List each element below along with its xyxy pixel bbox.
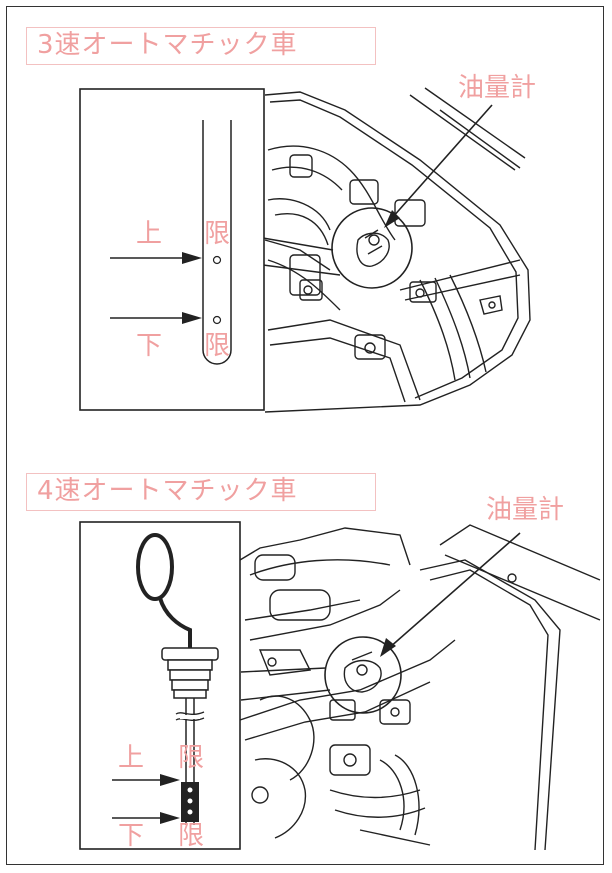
dipstick-inset-3speed xyxy=(80,89,264,410)
upper-limit-char-2-4speed: 限 xyxy=(178,744,204,772)
lower-limit-char-2-4speed: 限 xyxy=(178,822,204,850)
lower-limit-char-2-3speed: 限 xyxy=(204,332,230,360)
section-title-3speed: 3速オートマチック車 xyxy=(26,27,376,65)
dipstick-inset-4speed xyxy=(80,522,240,849)
lower-limit-char-1-4speed: 下 xyxy=(118,822,144,850)
upper-limit-char-1-4speed: 上 xyxy=(118,744,144,772)
section-title-4speed: 4速オートマチック車 xyxy=(26,473,376,511)
upper-limit-char-1-3speed: 上 xyxy=(136,220,162,248)
engine-bay-4speed xyxy=(240,525,600,850)
callout-label-3speed: 油量計 xyxy=(458,74,536,102)
engine-bay-3speed xyxy=(263,88,530,412)
callout-label-4speed: 油量計 xyxy=(486,496,564,524)
lower-limit-char-1-3speed: 下 xyxy=(136,332,162,360)
upper-limit-char-2-3speed: 限 xyxy=(204,220,230,248)
callout-arrow-4speed xyxy=(380,533,520,657)
callout-arrow-3speed xyxy=(384,105,492,228)
